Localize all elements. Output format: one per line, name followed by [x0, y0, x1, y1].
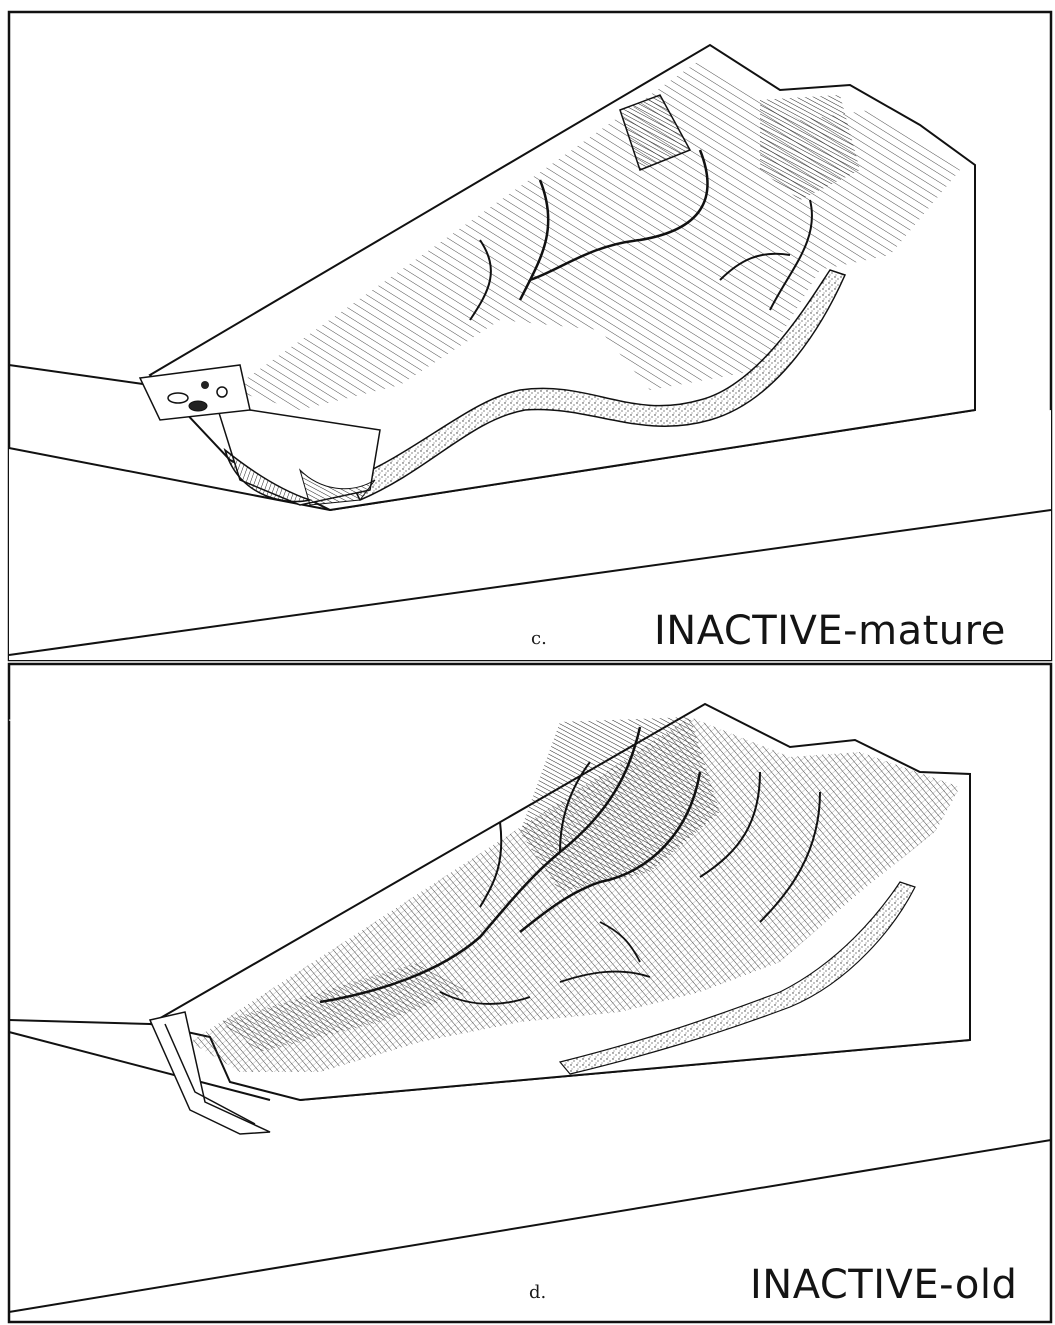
- block-diagram-mature: [0, 0, 1055, 662]
- panel-inactive-old: d. INACTIVE-old: [0, 662, 1055, 1325]
- panel-letter: d.: [529, 1282, 546, 1303]
- panel-caption: INACTIVE-mature: [654, 608, 1006, 654]
- panel-caption: INACTIVE-old: [750, 1262, 1017, 1308]
- panel-inactive-mature: c. INACTIVE-mature: [0, 0, 1055, 662]
- block-diagram-old: [0, 662, 1055, 1325]
- panel-letter: c.: [531, 628, 547, 649]
